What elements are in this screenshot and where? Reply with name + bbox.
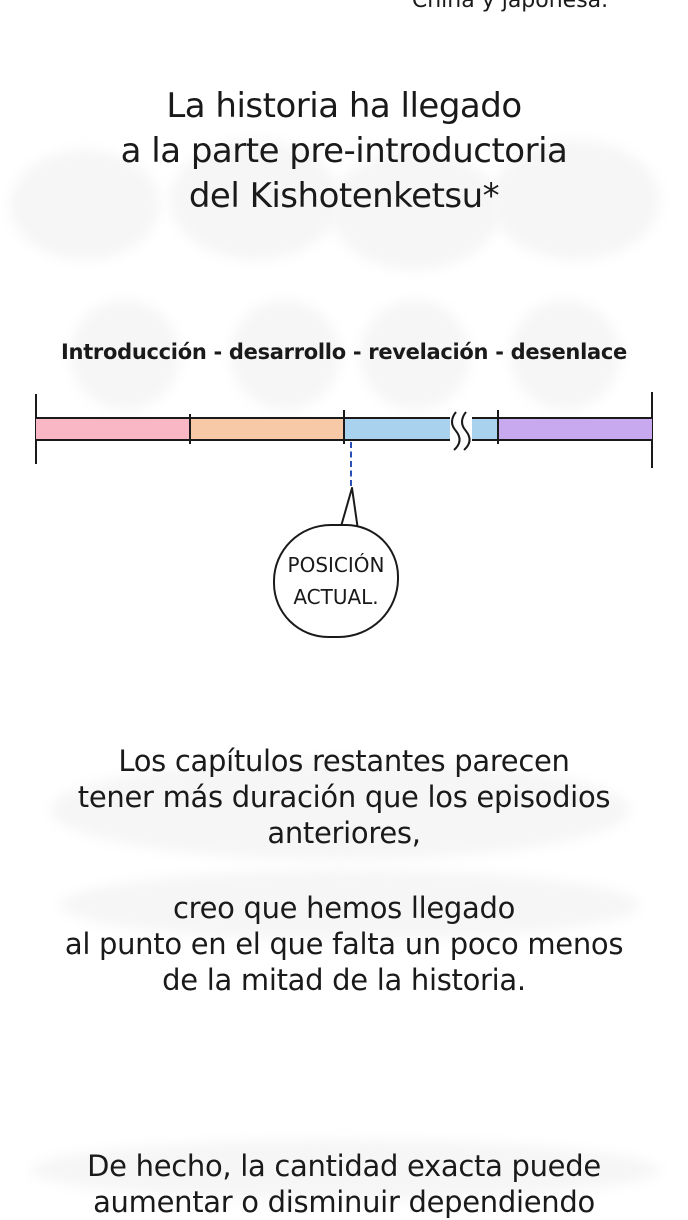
current-position-bubble: POSICIÓN ACTUAL. (273, 524, 399, 638)
story-timeline (35, 392, 653, 468)
paragraph-line: aumentar o disminuir dependiendo (93, 1185, 595, 1219)
paragraph-line: creo que hemos llegado (172, 891, 516, 925)
timeline-segment-desenlace (498, 418, 652, 440)
paragraph-line: anteriores, (267, 816, 421, 850)
paragraph-line: tener más duración que los episodios (77, 780, 611, 814)
paragraph-line: Los capítulos restantes parecen (118, 744, 570, 778)
background-blob (170, 140, 340, 260)
bubble-tail (339, 487, 359, 530)
background-blob (510, 300, 620, 410)
background-blob (490, 140, 660, 260)
background-blob (30, 1140, 660, 1200)
title-line: del Kishotenketsu* (188, 176, 500, 216)
paragraph: Los capítulos restantes parecen tener má… (20, 743, 668, 851)
bubble-text-line: ACTUAL. (293, 585, 379, 609)
background-blob (70, 300, 180, 410)
bubble-text-line: POSICIÓN (287, 553, 385, 577)
background-blob (230, 300, 340, 410)
timeline-segment-desarrollo (190, 418, 344, 440)
title-line: a la parte pre-introductoria (120, 131, 568, 171)
paragraph-line: De hecho, la cantidad exacta puede (87, 1149, 601, 1183)
timeline-segment-introduccion (36, 418, 190, 440)
background-blob (330, 150, 500, 270)
background-blob (60, 870, 640, 940)
background-blob (360, 300, 470, 410)
paragraph-line: al punto en el que falta un poco menos (64, 927, 624, 961)
top-fragment-text: China y japonesa. (411, 0, 609, 13)
break-mark-icon (451, 411, 461, 451)
paragraph: creo que hemos llegado al punto en el qu… (20, 890, 668, 998)
timeline-segment-revelacion (344, 418, 498, 440)
page-title: La historia ha llegado a la parte pre-in… (40, 84, 648, 219)
marker-dashed-line (350, 442, 352, 486)
title-line: La historia ha llegado (166, 86, 522, 126)
background-blob (50, 760, 630, 860)
background-blob (10, 150, 160, 260)
stages-label: Introducción - desarrollo - revelación -… (61, 340, 627, 364)
paragraph-line: de la mitad de la historia. (162, 963, 526, 997)
paragraph: De hecho, la cantidad exacta puede aumen… (20, 1148, 668, 1220)
